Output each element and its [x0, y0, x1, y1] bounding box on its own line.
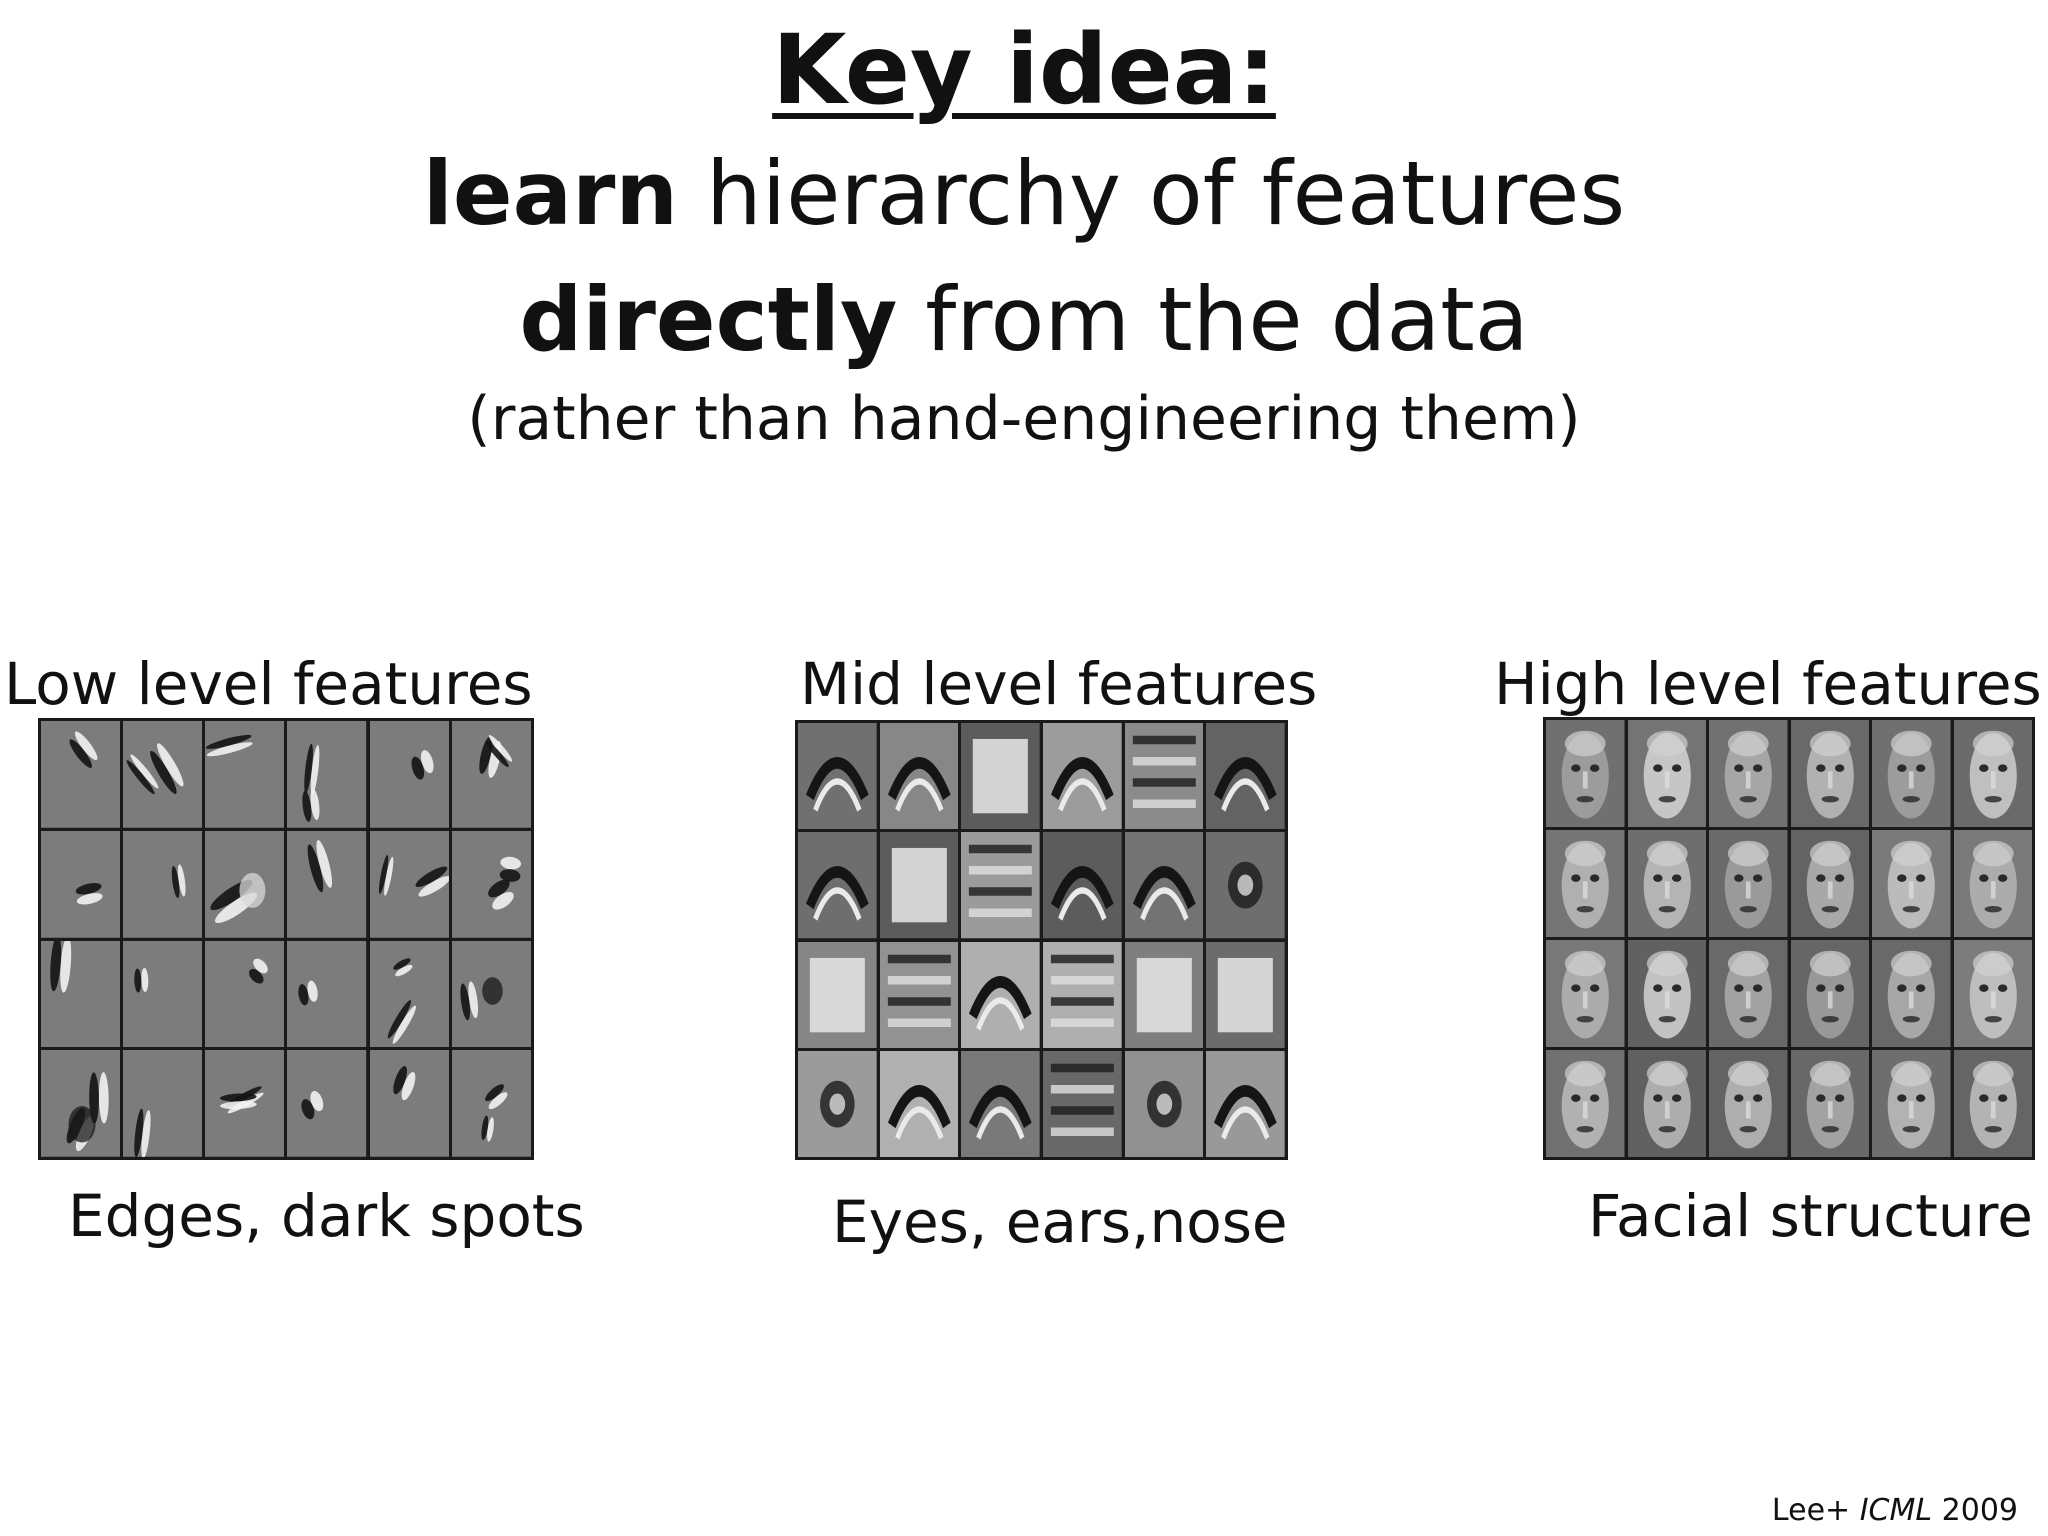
low-feature-tile: [123, 721, 203, 828]
high-feature-tile: [1872, 720, 1951, 827]
mid-feature-tile: [798, 723, 877, 830]
high-level-title: High level features: [1494, 650, 2042, 718]
high-feature-tile: [1790, 1050, 1869, 1157]
low-feature-tile: [451, 1050, 531, 1157]
mid-feature-tile: [1042, 941, 1122, 1048]
high-feature-tile: [1709, 940, 1788, 1047]
low-feature-tile: [123, 1050, 203, 1157]
low-feature-tile: [451, 721, 531, 828]
high-feature-tile: [1709, 830, 1788, 937]
mid-feature-tile: [961, 941, 1040, 1048]
headline-line-1: learn hierarchy of features: [0, 142, 2048, 245]
mid-feature-tile: [798, 832, 877, 939]
high-feature-tile: [1872, 1050, 1951, 1157]
mid-feature-tile: [879, 941, 959, 1048]
citation-year: 2009: [1932, 1493, 2018, 1528]
high-feature-tile: [1790, 940, 1869, 1047]
mid-level-feature-grid: [795, 720, 1288, 1160]
mid-feature-tile: [1206, 1050, 1285, 1157]
citation-author: Lee+: [1771, 1493, 1860, 1528]
low-feature-tile: [205, 830, 285, 938]
high-feature-tile: [1546, 720, 1625, 827]
low-feature-tile: [287, 1050, 367, 1157]
low-feature-tile: [41, 721, 121, 828]
low-feature-tile: [287, 940, 367, 1048]
low-feature-tile: [205, 1050, 285, 1157]
low-level-feature-grid: [38, 718, 534, 1160]
mid-feature-tile: [798, 1050, 877, 1157]
low-feature-tile: [123, 830, 203, 938]
headline-line-1-text: hierarchy of features: [678, 142, 1626, 245]
mid-feature-tile: [961, 1050, 1040, 1157]
mid-level-title: Mid level features: [800, 650, 1318, 718]
slide-title: Key idea:: [772, 14, 1276, 126]
headline-line-2-text: from the data: [897, 268, 1529, 371]
mid-feature-tile: [1042, 1050, 1122, 1157]
high-feature-tile: [1627, 1050, 1706, 1157]
high-feature-tile: [1627, 830, 1706, 937]
low-feature-tile: [369, 940, 449, 1048]
high-feature-tile: [1872, 940, 1951, 1047]
high-feature-tile: [1790, 830, 1869, 937]
mid-feature-tile: [1124, 832, 1204, 939]
high-feature-tile: [1627, 720, 1706, 827]
mid-feature-tile: [879, 832, 959, 939]
low-level-caption: Edges, dark spots: [68, 1182, 585, 1250]
high-feature-tile: [1872, 830, 1951, 937]
mid-feature-tile: [1206, 832, 1285, 939]
low-feature-tile: [369, 1050, 449, 1157]
low-feature-tile: [451, 830, 531, 938]
low-feature-tile: [41, 940, 121, 1048]
mid-feature-tile: [1206, 941, 1285, 1048]
low-feature-tile: [205, 940, 285, 1048]
low-feature-tile: [451, 940, 531, 1048]
headline-bold-directly: directly: [519, 268, 898, 371]
high-feature-tile: [1709, 720, 1788, 827]
low-feature-tile: [287, 721, 367, 828]
high-feature-tile: [1709, 1050, 1788, 1157]
high-feature-tile: [1627, 940, 1706, 1047]
mid-feature-tile: [1206, 723, 1285, 830]
headline-line-2: directly from the data: [0, 268, 2048, 371]
low-feature-tile: [123, 940, 203, 1048]
mid-feature-tile: [1124, 723, 1204, 830]
mid-feature-tile: [1042, 832, 1122, 939]
high-feature-tile: [1953, 830, 2032, 937]
mid-feature-tile: [961, 723, 1040, 830]
low-feature-tile: [287, 830, 367, 938]
high-feature-tile: [1546, 830, 1625, 937]
mid-feature-tile: [1042, 723, 1122, 830]
high-feature-tile: [1546, 1050, 1625, 1157]
mid-feature-tile: [798, 941, 877, 1048]
mid-feature-tile: [1124, 1050, 1204, 1157]
high-feature-tile: [1790, 720, 1869, 827]
mid-feature-tile: [1124, 941, 1204, 1048]
headline-subtitle: (rather than hand-engineering them): [467, 384, 1581, 454]
high-feature-tile: [1953, 940, 2032, 1047]
mid-feature-tile: [879, 723, 959, 830]
low-feature-tile: [205, 721, 285, 828]
mid-feature-tile: [879, 1050, 959, 1157]
mid-feature-tile: [961, 832, 1040, 939]
low-feature-tile: [369, 721, 449, 828]
low-feature-tile: [41, 830, 121, 938]
citation-venue: ICML: [1859, 1493, 1933, 1528]
low-feature-tile: [41, 1050, 121, 1157]
low-feature-tile: [369, 830, 449, 938]
high-level-feature-grid: [1543, 717, 2035, 1160]
citation: Lee+ ICML 2009: [1772, 1493, 2018, 1528]
headline-bold-learn: learn: [422, 142, 679, 245]
low-level-title: Low level features: [4, 650, 533, 718]
high-feature-tile: [1953, 720, 2032, 827]
high-feature-tile: [1953, 1050, 2032, 1157]
high-feature-tile: [1546, 940, 1625, 1047]
mid-level-caption: Eyes, ears,nose: [832, 1188, 1288, 1256]
high-level-caption: Facial structure: [1588, 1182, 2033, 1250]
